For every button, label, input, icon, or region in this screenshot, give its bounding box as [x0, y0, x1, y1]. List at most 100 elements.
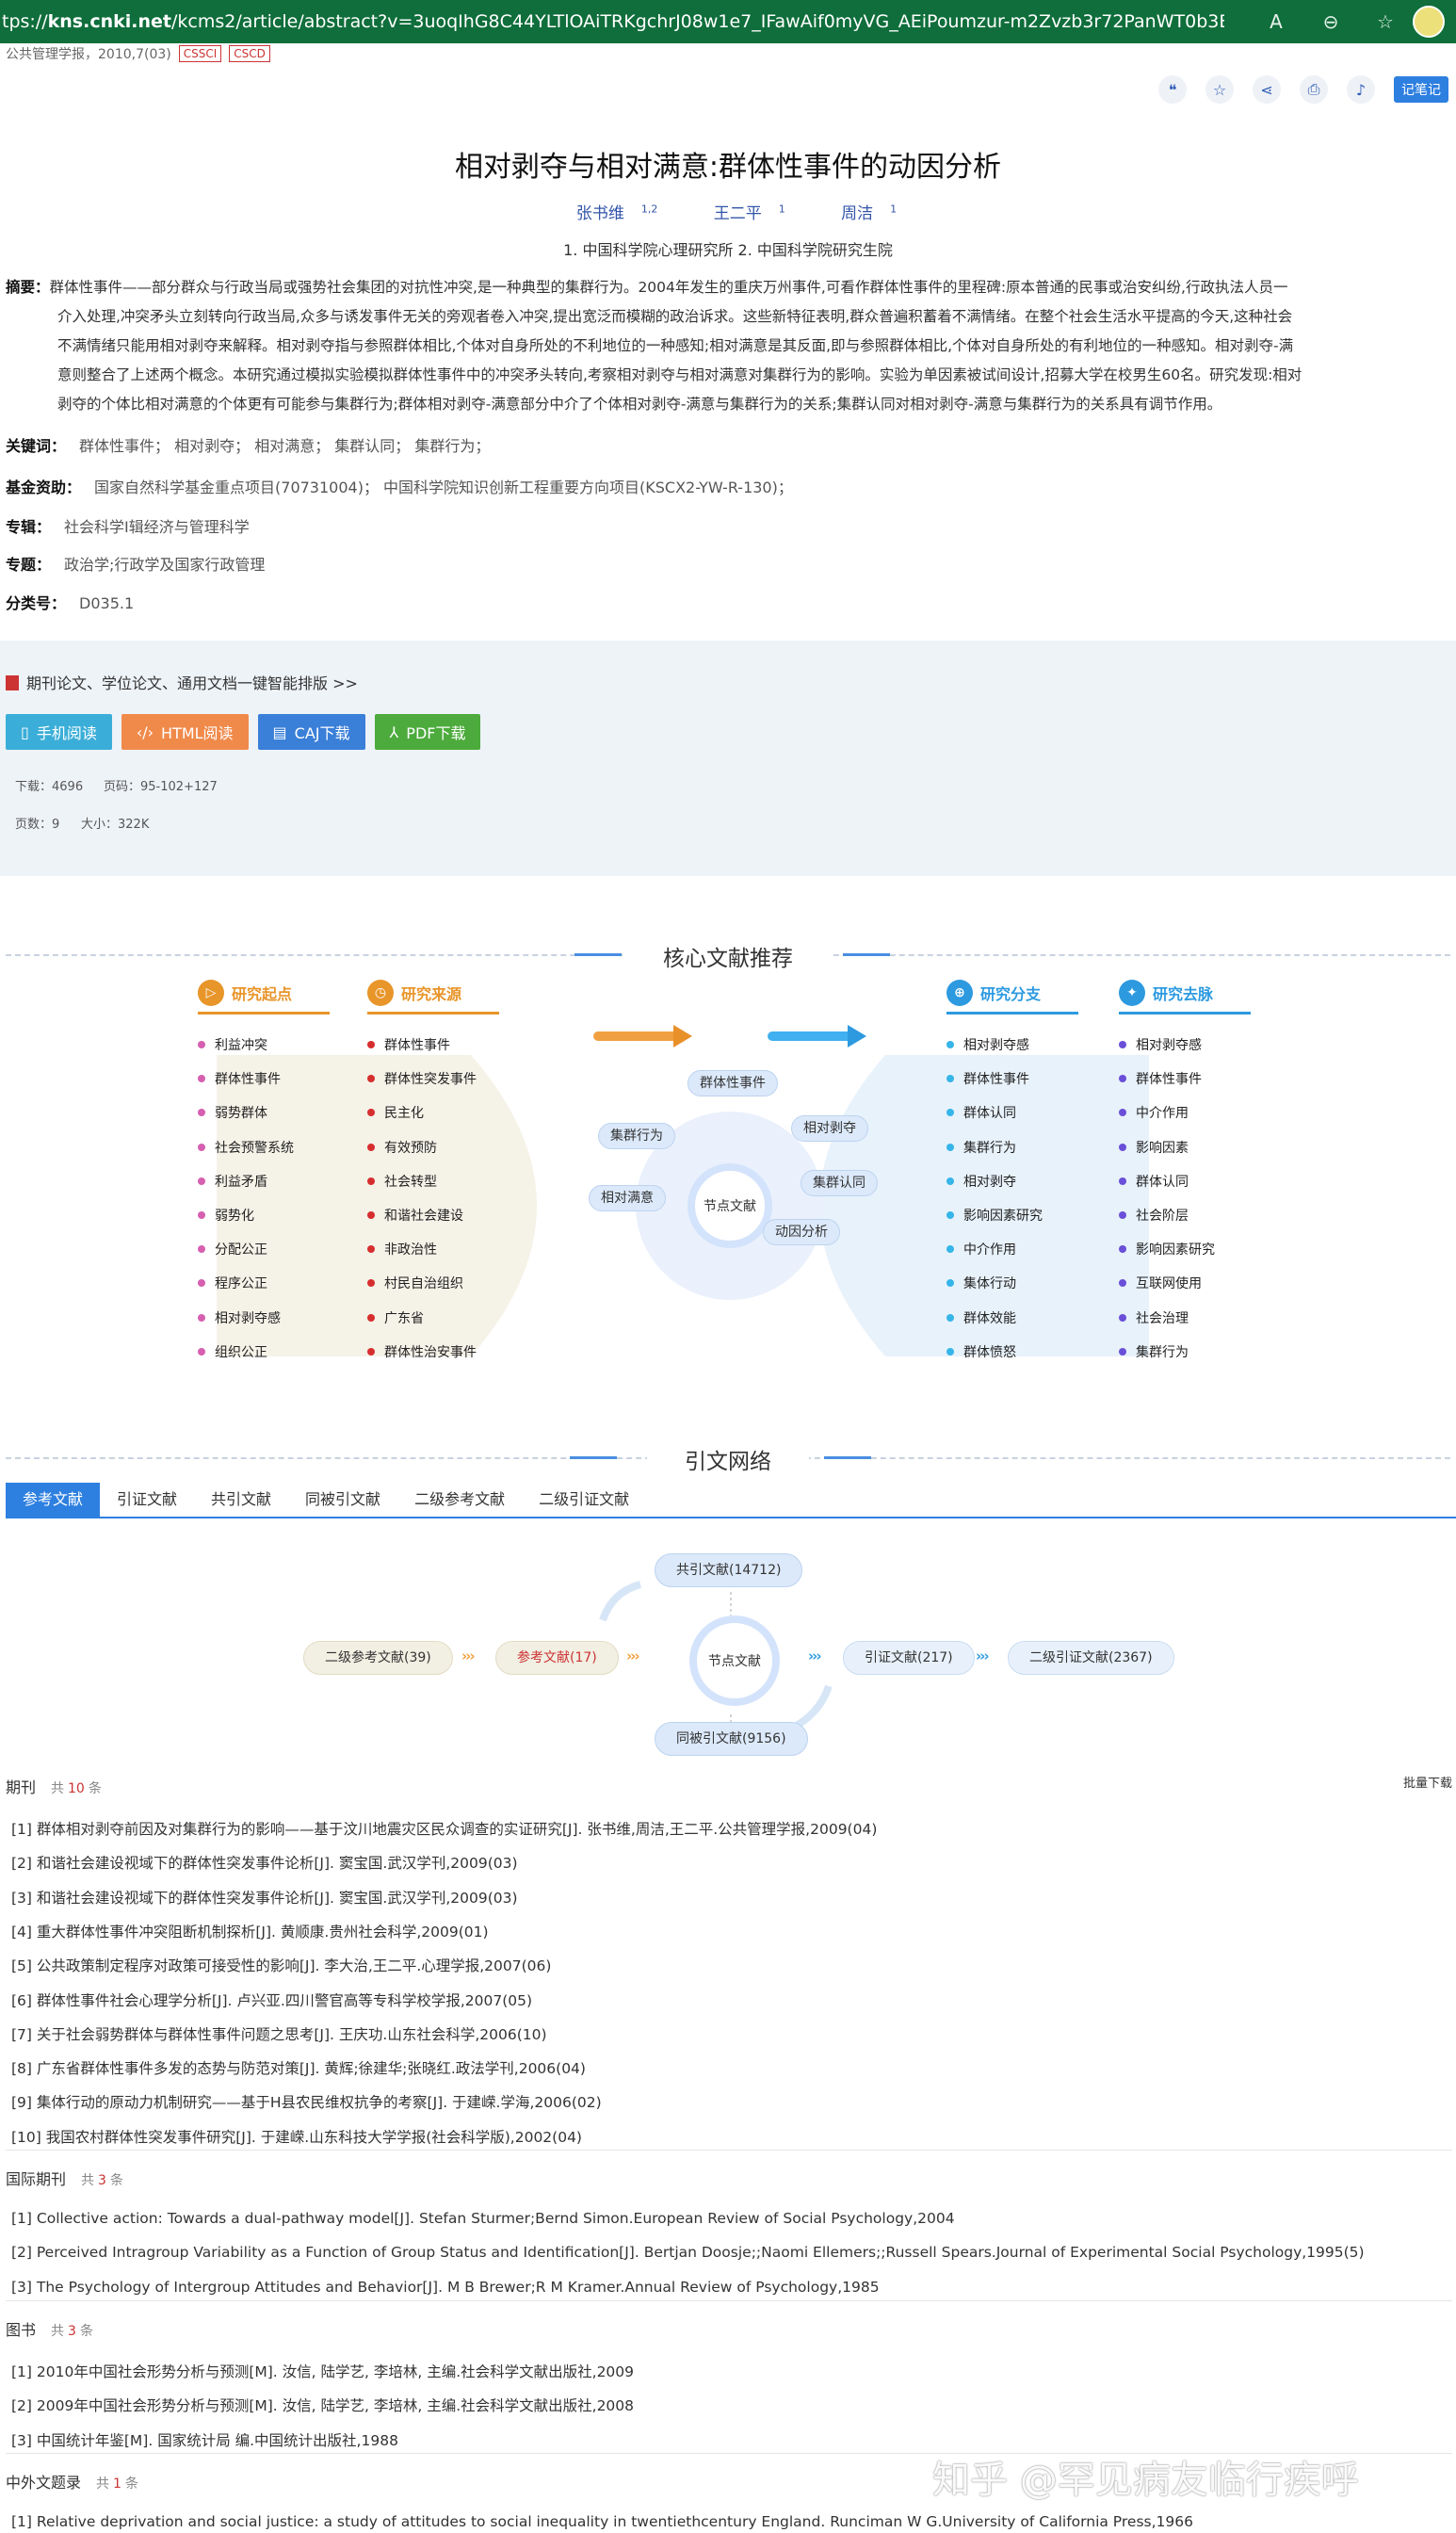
recommend-item[interactable]: 集体行动 — [946, 1266, 1097, 1300]
tab-second-citing[interactable]: 二级引证文献 — [539, 1490, 630, 1508]
recommend-item[interactable]: 群体性治安事件 — [367, 1335, 518, 1369]
reference-item[interactable]: [7] 关于社会弱势群体与群体性事件问题之思考[J]. 王庆功.山东社会科学,2… — [11, 2025, 547, 2043]
recommend-item[interactable]: 群体性事件 — [946, 1062, 1097, 1096]
recommend-item[interactable]: 利益矛盾 — [198, 1164, 348, 1198]
recommend-item[interactable]: 组织公正 — [198, 1335, 348, 1369]
co-cited-node[interactable]: 同被引文献(9156) — [655, 1722, 808, 1756]
tag-cscd[interactable]: CSCD — [229, 45, 270, 62]
recommend-item[interactable]: 相对剥夺感 — [198, 1301, 348, 1335]
html-read-button[interactable]: ‹/›HTML阅读 — [121, 714, 249, 750]
star-icon[interactable]: ☆ — [1205, 75, 1234, 104]
keyword-pill[interactable]: 动因分析 — [763, 1219, 840, 1245]
keyword-pill[interactable]: 集群认同 — [801, 1170, 878, 1196]
recommend-item[interactable]: 群体愤怒 — [946, 1335, 1097, 1369]
recommend-item[interactable]: 影响因素研究 — [1119, 1232, 1270, 1266]
recommend-item[interactable]: 民主化 — [367, 1096, 518, 1129]
read-aloud-icon[interactable]: A — [1270, 10, 1283, 33]
cited-node[interactable]: 引证文献(217) — [843, 1641, 975, 1675]
recommend-item[interactable]: 社会预警系统 — [198, 1130, 348, 1164]
recommend-item[interactable]: 中介作用 — [946, 1232, 1097, 1266]
recommend-item[interactable]: 集群行为 — [1119, 1335, 1270, 1369]
second-ref-node[interactable]: 二级参考文献(39) — [303, 1641, 453, 1675]
recommend-item[interactable]: 有效预防 — [367, 1130, 518, 1164]
cocite-node[interactable]: 共引文献(14712) — [655, 1553, 803, 1587]
ref-node[interactable]: 参考文献(17) — [495, 1641, 619, 1675]
recommend-item[interactable]: 群体认同 — [1119, 1164, 1270, 1198]
recommend-item[interactable]: 社会阶层 — [1119, 1198, 1270, 1232]
profile-avatar[interactable] — [1413, 6, 1445, 38]
reference-item[interactable]: [1] Collective action: Towards a dual-pa… — [11, 2210, 955, 2227]
reference-item[interactable]: [2] Perceived Intragroup Variability as … — [11, 2244, 1365, 2262]
recommend-item[interactable]: 利益冲突 — [198, 1028, 348, 1062]
print-icon[interactable]: ⎙ — [1300, 75, 1328, 104]
reference-item[interactable]: [1] Relative deprivation and social just… — [11, 2513, 1193, 2530]
tab-cocited[interactable]: 共引文献 — [211, 1490, 272, 1508]
caj-download-button[interactable]: ▤CAJ下载 — [257, 714, 365, 750]
pdf-download-button[interactable]: ⅄PDF下载 — [374, 714, 481, 750]
keyword-pill[interactable]: 群体性事件 — [688, 1070, 778, 1096]
second-cited-node[interactable]: 二级引证文献(2367) — [1008, 1641, 1174, 1675]
recommend-item[interactable]: 相对剥夺 — [946, 1164, 1097, 1198]
reference-item[interactable]: [3] 和谐社会建设视域下的群体性突发事件论析[J]. 窦宝国.武汉学刊,200… — [11, 1889, 518, 1907]
note-button[interactable]: 记笔记 — [1394, 76, 1448, 103]
recommend-item[interactable]: 群体效能 — [946, 1301, 1097, 1335]
favorite-icon[interactable]: ☆ — [1377, 10, 1394, 33]
recommend-item[interactable]: 群体性突发事件 — [367, 1062, 518, 1096]
smart-layout-link[interactable]: 期刊论文、学位论文、通用文档一键智能排版 >> — [6, 671, 358, 693]
recommend-item[interactable]: 群体性事件 — [1119, 1062, 1270, 1096]
recommend-item[interactable]: 社会治理 — [1119, 1301, 1270, 1335]
reference-item[interactable]: [1] 群体相对剥夺前因及对集群行为的影响——基于汶川地震灾区民众调查的实证研究… — [11, 1821, 878, 1838]
reference-item[interactable]: [4] 重大群体性事件冲突阻断机制探析[J]. 黄顺康.贵州社会科学,2009(… — [11, 1923, 489, 1940]
reference-item[interactable]: [6] 群体性事件社会心理学分析[J]. 卢兴亚.四川警官高等专科学校学报,20… — [11, 1991, 533, 2009]
recommend-item[interactable]: 影响因素 — [1119, 1130, 1270, 1164]
keywords-value[interactable]: 群体性事件； 相对剥夺； 相对满意； 集群认同； 集群行为； — [79, 437, 491, 455]
reference-item[interactable]: [8] 广东省群体性事件多发的态势与防范对策[J]. 黄辉;徐建华;张晓红.政法… — [11, 2060, 586, 2078]
reference-item[interactable]: [3] The Psychology of Intergroup Attitud… — [11, 2278, 880, 2296]
reference-item[interactable]: [5] 公共政策制定程序对政策可接受性的影响[J]. 李大治,王二平.心理学报,… — [11, 1957, 552, 1975]
recommend-item[interactable]: 和谐社会建设 — [367, 1198, 518, 1232]
keyword-pill[interactable]: 相对剥夺 — [791, 1115, 868, 1142]
tab-second-references[interactable]: 二级参考文献 — [414, 1490, 506, 1508]
recommend-item[interactable]: 群体性事件 — [198, 1062, 348, 1096]
tab-references[interactable]: 参考文献 — [6, 1483, 101, 1517]
recommend-item[interactable]: 程序公正 — [198, 1266, 348, 1300]
mobile-read-button[interactable]: ▯手机阅读 — [6, 714, 112, 750]
quote-icon[interactable]: ❝ — [1158, 75, 1187, 104]
recommend-item[interactable]: 相对剥夺感 — [946, 1028, 1097, 1062]
tab-co-cited-by[interactable]: 同被引文献 — [305, 1490, 381, 1508]
recommend-item[interactable]: 社会转型 — [367, 1164, 518, 1198]
recommend-item[interactable]: 群体认同 — [946, 1096, 1097, 1129]
fund-value[interactable]: 国家自然科学基金重点项目(70731004)； 中国科学院知识创新工程重要方向项… — [94, 479, 793, 496]
keyword-pill[interactable]: 集群行为 — [598, 1123, 675, 1149]
reference-item[interactable]: [10] 我国农村群体性突发事件研究[J]. 于建嵘.山东科技大学学报(社会科学… — [11, 2128, 582, 2146]
tab-citing[interactable]: 引证文献 — [117, 1490, 178, 1508]
zoom-icon[interactable]: ⊖ — [1322, 10, 1339, 33]
recommend-item[interactable]: 弱势群体 — [198, 1096, 348, 1129]
affiliation[interactable]: 1. 中国科学院心理研究所 2. 中国科学院研究生院 — [563, 241, 893, 259]
reference-item[interactable]: [2] 和谐社会建设视域下的群体性突发事件论析[J]. 窦宝国.武汉学刊,200… — [11, 1855, 518, 1873]
reference-item[interactable]: [9] 集体行动的原动力机制研究——基于H县农民维权抗争的考察[J]. 于建嵘.… — [11, 2094, 602, 2112]
recommend-item[interactable]: 弱势化 — [198, 1198, 348, 1232]
recommend-item[interactable]: 互联网使用 — [1119, 1266, 1270, 1300]
recommend-item[interactable]: 村民自治组织 — [367, 1266, 518, 1300]
recommend-item[interactable]: 中介作用 — [1119, 1096, 1270, 1129]
keyword-pill[interactable]: 相对满意 — [589, 1185, 666, 1211]
batch-download-link[interactable]: 批量下载 — [1402, 1777, 1452, 1791]
recommend-item[interactable]: 广东省 — [367, 1301, 518, 1335]
recommend-item[interactable]: 群体性事件 — [367, 1028, 518, 1062]
reference-item[interactable]: [2] 2009年中国社会形势分析与预测[M]. 汝信, 陆学艺, 李培林, 主… — [11, 2397, 635, 2415]
recommend-item[interactable]: 分配公正 — [198, 1232, 348, 1266]
bell-icon[interactable]: ♪ — [1347, 75, 1375, 104]
recommend-item[interactable]: 影响因素研究 — [946, 1198, 1097, 1232]
reference-item[interactable]: [1] 2010年中国社会形势分析与预测[M]. 汝信, 陆学艺, 李培林, 主… — [11, 2363, 635, 2380]
reference-item[interactable]: [3] 中国统计年鉴[M]. 国家统计局 编.中国统计出版社,1988 — [11, 2431, 398, 2449]
recommend-item[interactable]: 非政治性 — [367, 1232, 518, 1266]
recommend-item[interactable]: 集群行为 — [946, 1130, 1097, 1164]
url-field[interactable]: tps://kns.cnki.net/kcms2/article/abstrac… — [0, 11, 1224, 32]
tag-cssci[interactable]: CSSCI — [178, 45, 222, 62]
share-icon[interactable]: ⋖ — [1253, 75, 1281, 104]
recommend-item[interactable]: 相对剥夺感 — [1119, 1028, 1270, 1062]
